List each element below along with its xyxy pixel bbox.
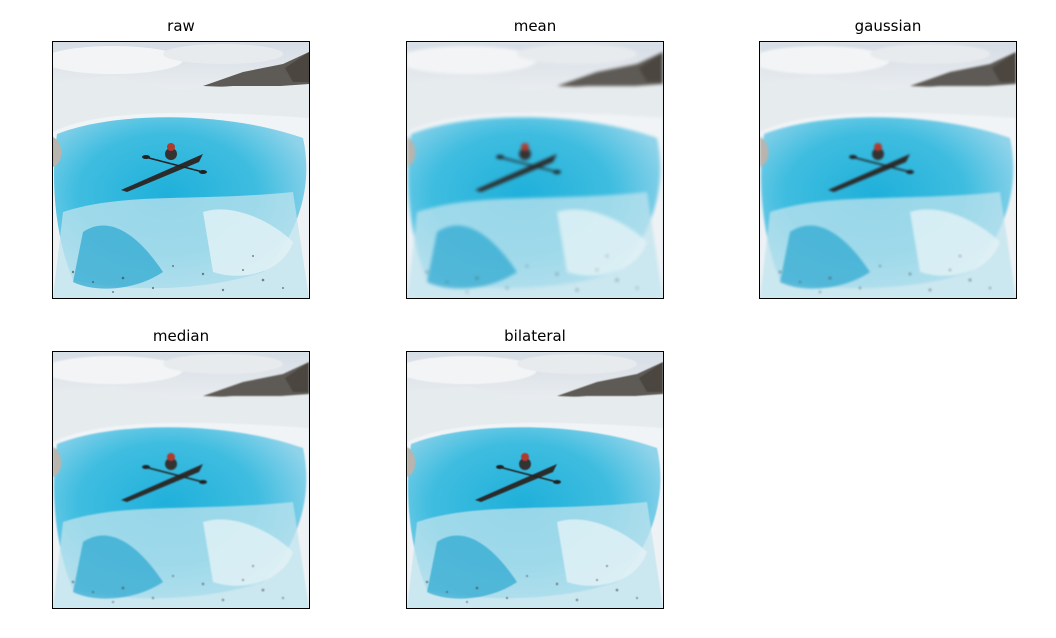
image-bilateral <box>406 351 664 609</box>
image-raw <box>52 41 310 299</box>
image-median <box>52 351 310 609</box>
panel-title: median <box>152 327 210 345</box>
panel-title: raw <box>167 17 195 35</box>
panel-raw: raw <box>52 17 310 299</box>
panel-title: mean <box>513 17 557 35</box>
panel-title: gaussian <box>854 17 922 35</box>
image-mean <box>406 41 664 299</box>
panel-bilateral: bilateral <box>406 327 664 609</box>
panel-median: median <box>52 327 310 609</box>
image-gaussian <box>759 41 1017 299</box>
kayak-photo-svg <box>407 42 663 298</box>
kayak-photo-svg <box>53 352 309 608</box>
kayak-photo-svg <box>407 352 663 608</box>
panel-gaussian: gaussian <box>759 17 1017 299</box>
kayak-photo-svg <box>53 42 309 298</box>
panel-mean: mean <box>406 17 664 299</box>
panel-title: bilateral <box>504 327 566 345</box>
kayak-photo-svg <box>760 42 1016 298</box>
